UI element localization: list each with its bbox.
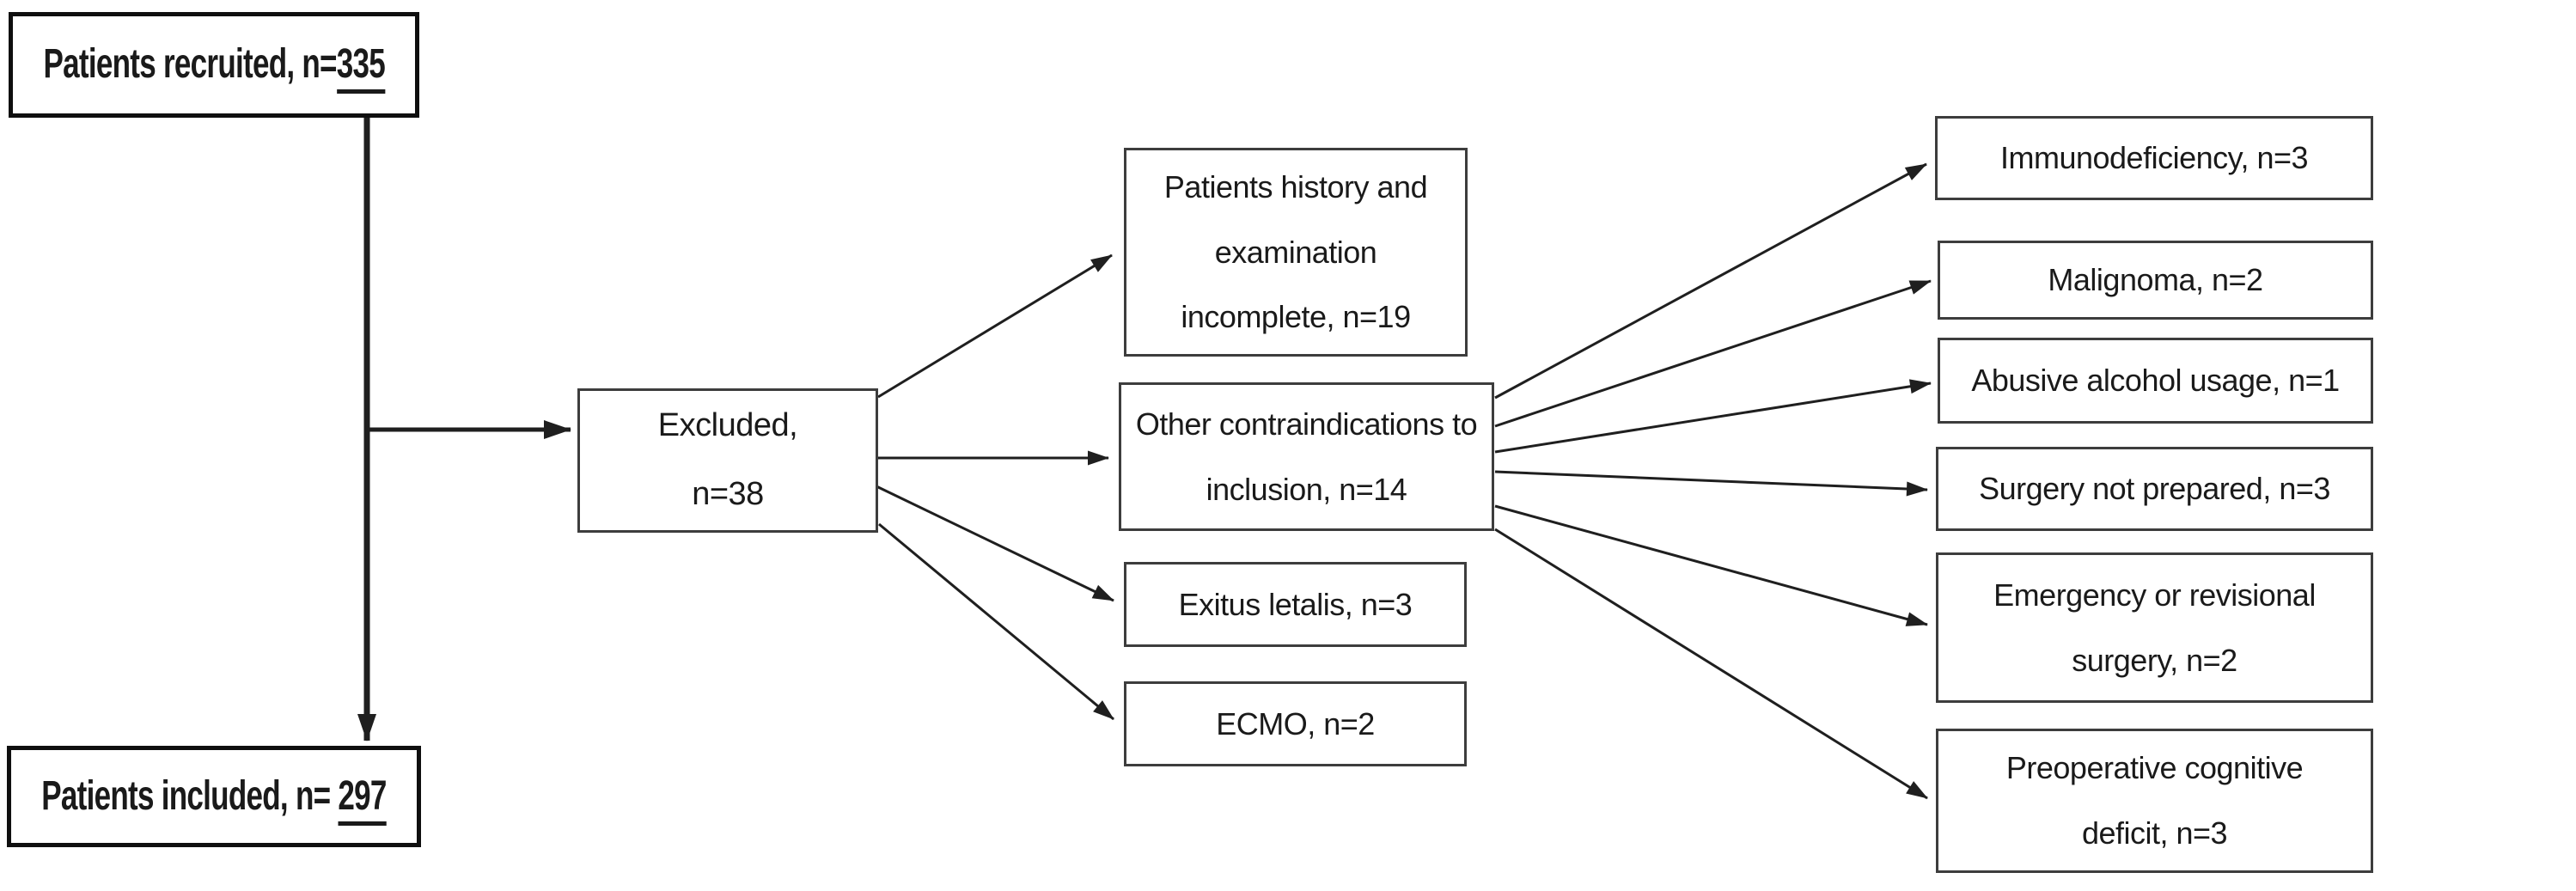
included-box: Patients included, n= 297 (7, 746, 421, 847)
exitus-letalis-box: Exitus letalis, n=3 (1124, 562, 1467, 647)
recruited-box: Patients recruited, n=335 (9, 12, 419, 118)
arrow-contraindications-to-alcohol (1494, 379, 1932, 454)
recruited-text: Patients recruited, n=335 (43, 41, 386, 95)
arrow-contraindications-to-malignoma (1494, 279, 1932, 428)
history-line-2: examination (1214, 234, 1377, 270)
immunodeficiency-box: Immunodeficiency, n=3 (1935, 116, 2373, 200)
arrow-excluded-to-ecmo (878, 522, 1114, 721)
recruited-label: Patients recruited, n= (43, 41, 337, 88)
emergency-line-1: Emergency or revisional (1993, 577, 2316, 613)
emergency-line-2: surgery, n=2 (2072, 642, 2237, 678)
emergency-revisional-box: Emergency or revisional surgery, n=2 (1936, 552, 2373, 703)
history-incomplete-box: Patients history and examination incompl… (1124, 148, 1468, 357)
arrow-excluded-to-history (877, 253, 1113, 399)
preoperative-deficit-box: Preoperative cognitive deficit, n=3 (1936, 729, 2373, 873)
excluded-box: Excluded, n=38 (577, 388, 878, 533)
ecmo-box: ECMO, n=2 (1124, 681, 1467, 766)
exitus-label: Exitus letalis, n=3 (1178, 586, 1413, 622)
included-label: Patients included, n= (41, 772, 339, 819)
arrow-contraindications-to-surgery (1494, 470, 1928, 497)
history-line-1: Patients history and (1163, 169, 1428, 205)
surgery-not-prepared-label: Surgery not prepared, n=3 (1979, 471, 2330, 507)
malignoma-label: Malignoma, n=2 (2048, 262, 2263, 298)
surgery-not-prepared-box: Surgery not prepared, n=3 (1936, 447, 2373, 531)
history-line-3: incomplete, n=19 (1181, 299, 1411, 335)
contraindications-line-2: inclusion, n=14 (1206, 471, 1407, 507)
malignoma-box: Malignoma, n=2 (1938, 241, 2373, 320)
arrow-contraindications-to-emergency (1494, 504, 1928, 626)
other-contraindications-box: Other contraindications to inclusion, n=… (1119, 382, 1494, 531)
recruited-count: 335 (336, 41, 386, 95)
included-text: Patients included, n= 297 (41, 772, 387, 826)
arrow-contraindications-to-immunodeficiency (1494, 162, 1927, 400)
included-count: 297 (338, 772, 387, 826)
excluded-line-1: Excluded, (657, 407, 798, 444)
contraindications-line-1: Other contraindications to (1135, 406, 1478, 442)
arrow-excluded-to-exitus (876, 485, 1114, 602)
excluded-line-2: n=38 (692, 476, 764, 512)
immunodeficiency-label: Immunodeficiency, n=3 (1999, 140, 2309, 176)
preoperative-line-1: Preoperative cognitive (2005, 750, 2304, 786)
preoperative-line-2: deficit, n=3 (2081, 815, 2228, 851)
abusive-alcohol-label: Abusive alcohol usage, n=1 (1971, 363, 2340, 399)
arrow-contraindications-to-preoperative (1494, 528, 1928, 800)
ecmo-label: ECMO, n=2 (1216, 705, 1375, 741)
abusive-alcohol-box: Abusive alcohol usage, n=1 (1938, 338, 2373, 424)
